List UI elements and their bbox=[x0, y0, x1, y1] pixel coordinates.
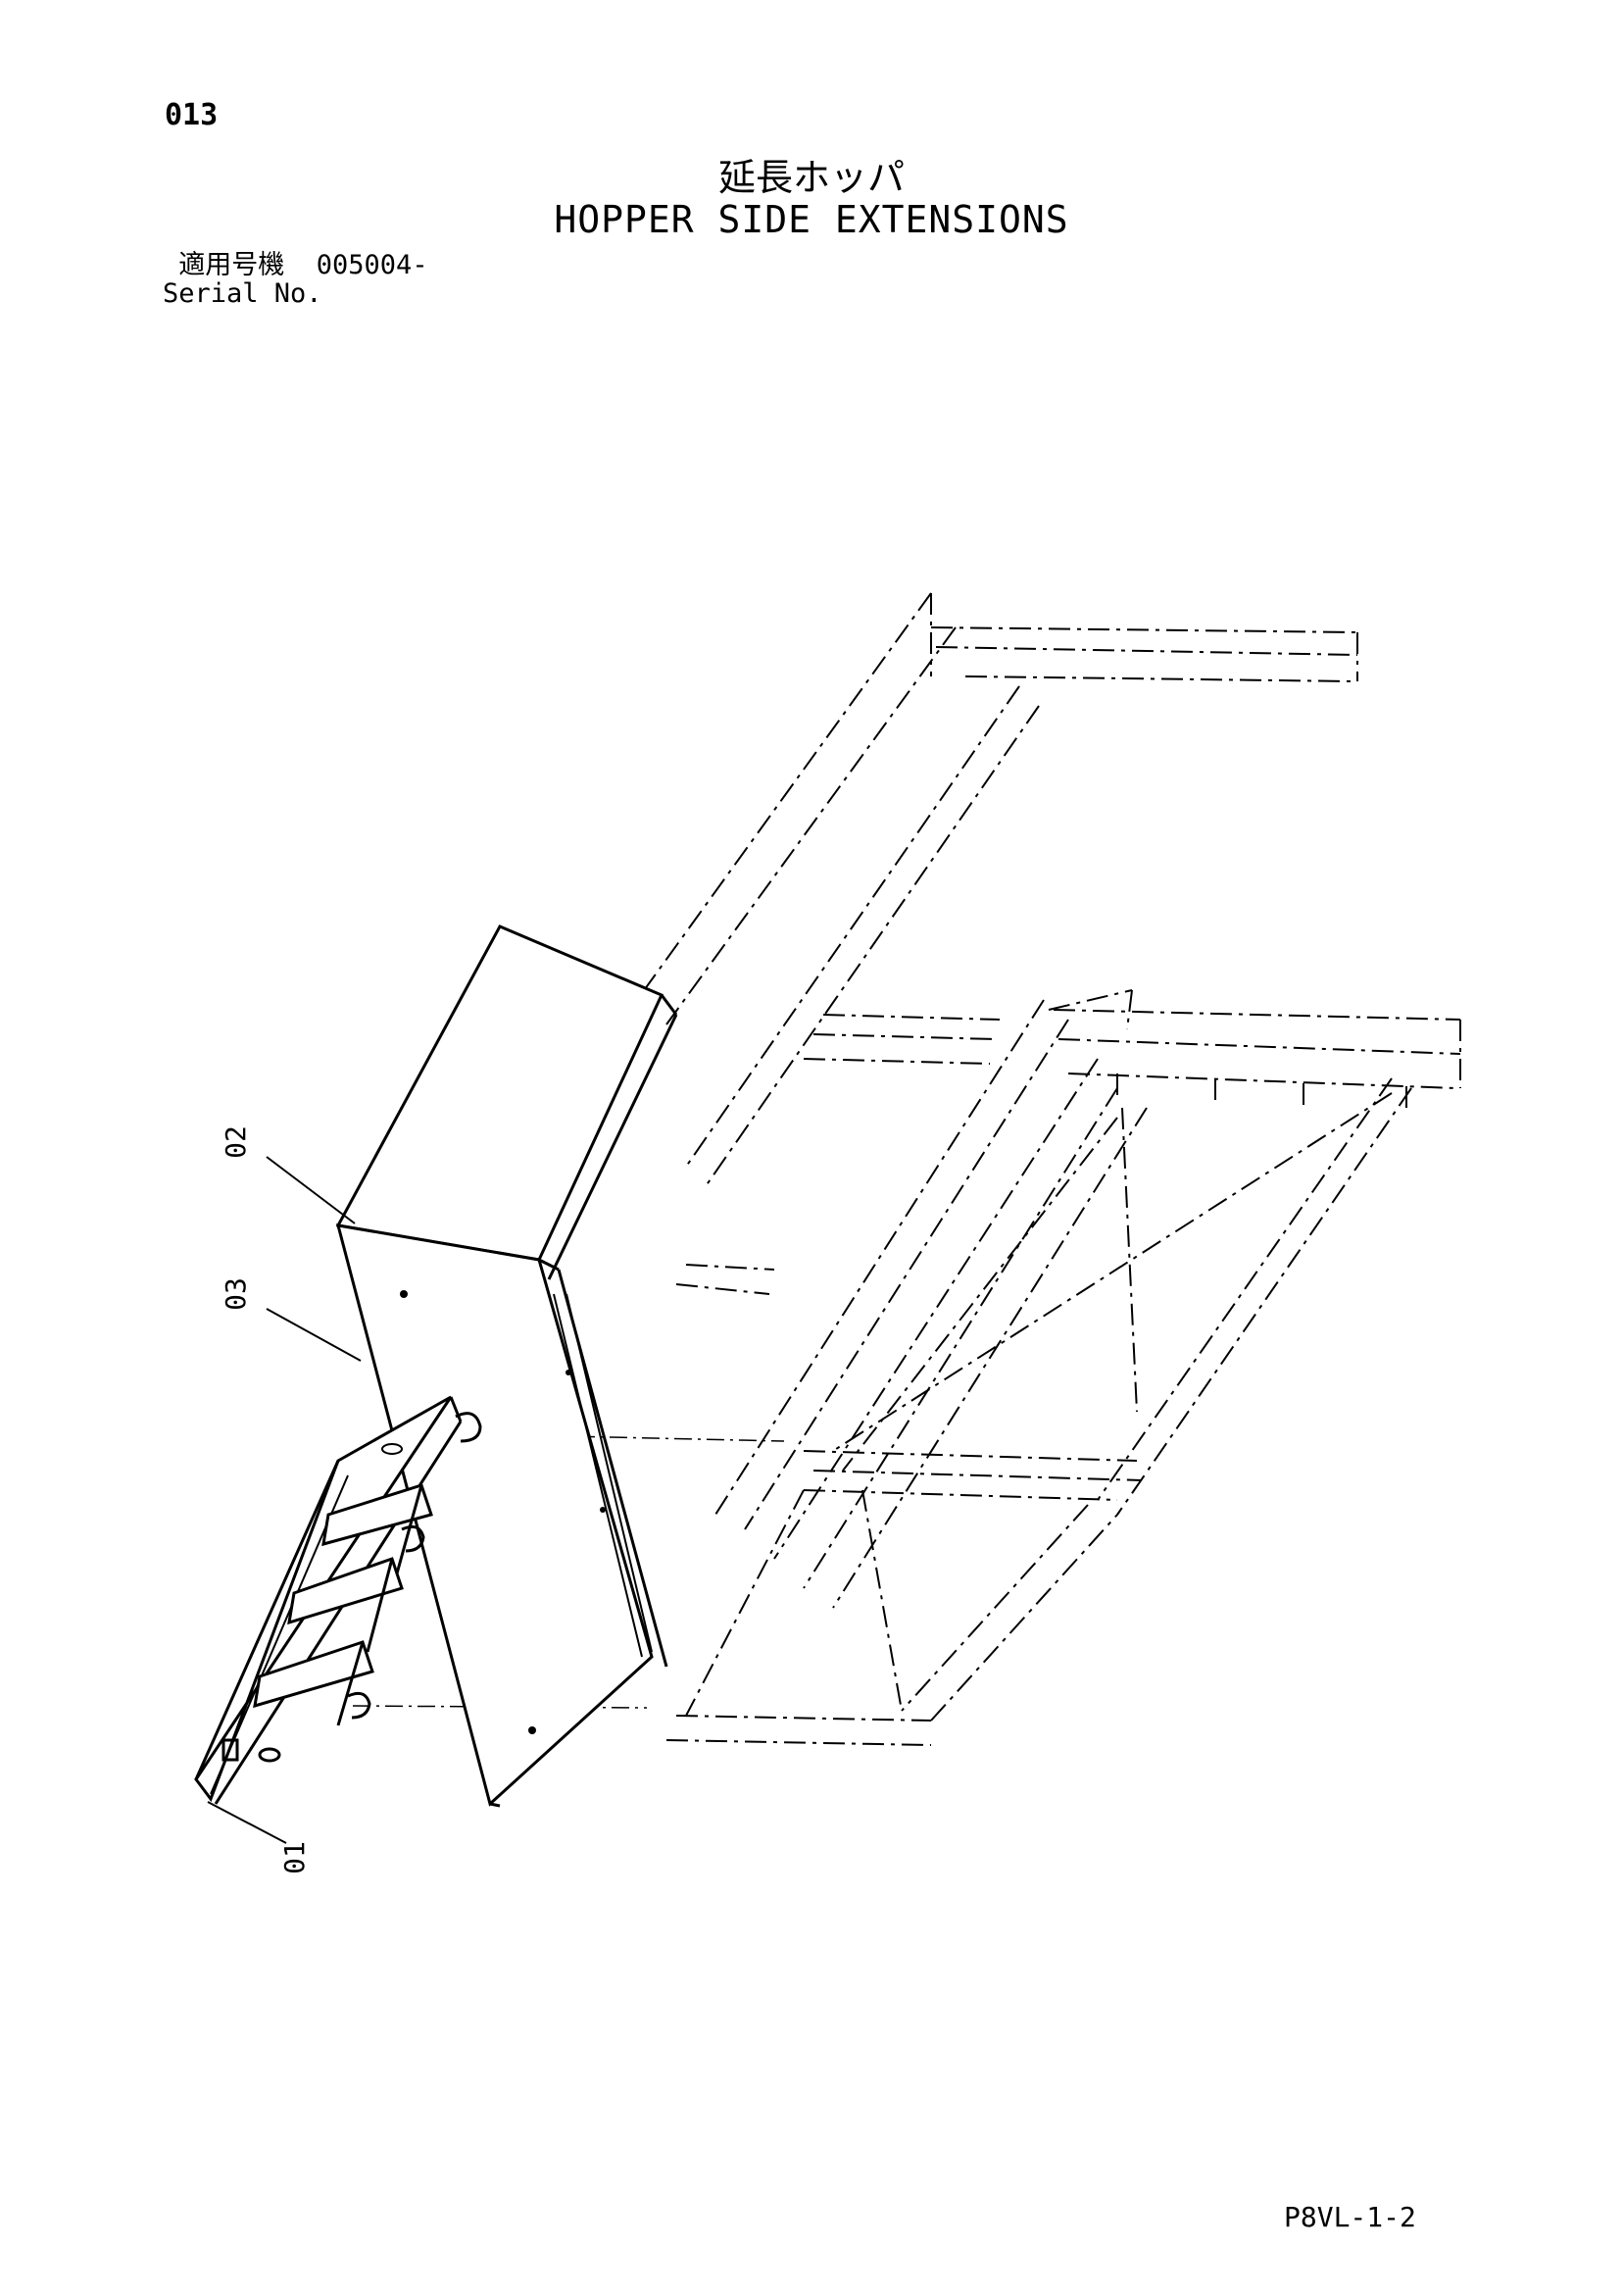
callout-03: 03 bbox=[220, 1277, 252, 1311]
serial-row-jp: 適用号機 005004- bbox=[163, 250, 428, 280]
alignment-lines bbox=[352, 1433, 785, 1709]
nameplate-mark bbox=[381, 1443, 403, 1455]
title-english: HOPPER SIDE EXTENSIONS bbox=[554, 198, 1069, 241]
hopper-frame-phantom bbox=[636, 592, 1461, 1746]
serial-label-en: Serial No. bbox=[163, 278, 322, 309]
serial-block: 適用号機 005004- Serial No. bbox=[163, 251, 428, 308]
leader-lines bbox=[207, 1156, 362, 1844]
serial-label-jp: 適用号機 bbox=[178, 250, 285, 280]
hopper-extension-box bbox=[335, 924, 678, 1808]
page-number: 013 bbox=[165, 98, 219, 132]
title-japanese: 延長ホッパ bbox=[717, 156, 905, 199]
panel-rivets bbox=[400, 1290, 606, 1734]
serial-value: 005004- bbox=[316, 250, 428, 280]
callout-01: 01 bbox=[278, 1841, 311, 1874]
callout-02: 02 bbox=[220, 1125, 252, 1159]
side-frame-part bbox=[194, 1395, 482, 1805]
document-code: P8VL-1-2 bbox=[1284, 2201, 1416, 2233]
